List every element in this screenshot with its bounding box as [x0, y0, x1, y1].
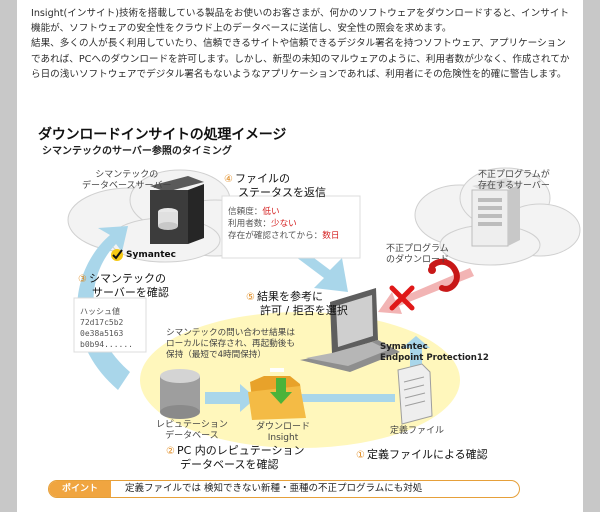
reputation-db-label: レピュテーション データベース [156, 420, 228, 441]
symantec-logo-text: Symantec [126, 250, 176, 260]
status-callout [221, 195, 361, 259]
block-x-icon [389, 285, 415, 311]
intro-text: Insight(インサイト)技術を搭載している製品をお使いのお客さまが、何かのソ… [31, 6, 571, 82]
diagram-subtitle: シマンテックのサーバー参照のタイミング [42, 146, 232, 157]
intro-paragraph-1: Insight(インサイト)技術を搭載している製品をお使いのお客さまが、何かのソ… [31, 8, 570, 35]
malicious-server-label: 不正プログラムが 存在するサーバー [478, 170, 550, 191]
point-text: 定義ファイルでは 検知できない新種・亜種の不正プログラムにも対処 [125, 483, 423, 494]
arrow-db-right [205, 384, 256, 412]
point-tag: ポイント [49, 481, 111, 497]
intro-paragraph-2: 結果、多くの人が長く利用していたり、信頼できるサイトや信頼できるデジタル署名を持… [31, 38, 570, 80]
hash-callout [73, 297, 147, 353]
malware-arrow [378, 268, 474, 314]
definition-file-icon [397, 363, 433, 425]
malware-icon [428, 258, 460, 292]
malicious-server-icon [471, 178, 520, 247]
download-insight-label: ダウンロード Insight [256, 422, 311, 443]
symantec-check-icon [111, 249, 123, 261]
status-text: 信頼度：低い 利用者数：少ない 存在が確認されてから：数日 [228, 207, 340, 241]
definition-file-label: 定義ファイル [390, 426, 445, 436]
arrow-definition-up [402, 336, 430, 372]
malware-download-label: 不正プログラム のダウンロード [386, 244, 450, 265]
product-label: Symantec Endpoint Protection12 [380, 342, 489, 363]
download-arrow-icon [270, 378, 292, 404]
reputation-db-icon [160, 369, 200, 419]
diagram-title: ダウンロードインサイトの処理イメージ [38, 127, 287, 143]
arrow-definition-left [282, 386, 395, 410]
symantec-server-icon [150, 176, 204, 244]
symantec-db-label: シマンテックの データベースサーバー [82, 170, 172, 191]
hash-value: ハッシュ値 72d17c5b2 0e38a5163 b0b94...... [80, 307, 133, 349]
point-bar: ポイント 定義ファイルでは 検知できない新種・亜種の不正プログラムにも対処 [48, 480, 520, 498]
laptop-icon [300, 288, 400, 372]
cache-note: シマンテックの問い合わせ結果は ローカルに保存され、再起動後も 保持（最短で4時… [166, 328, 295, 360]
